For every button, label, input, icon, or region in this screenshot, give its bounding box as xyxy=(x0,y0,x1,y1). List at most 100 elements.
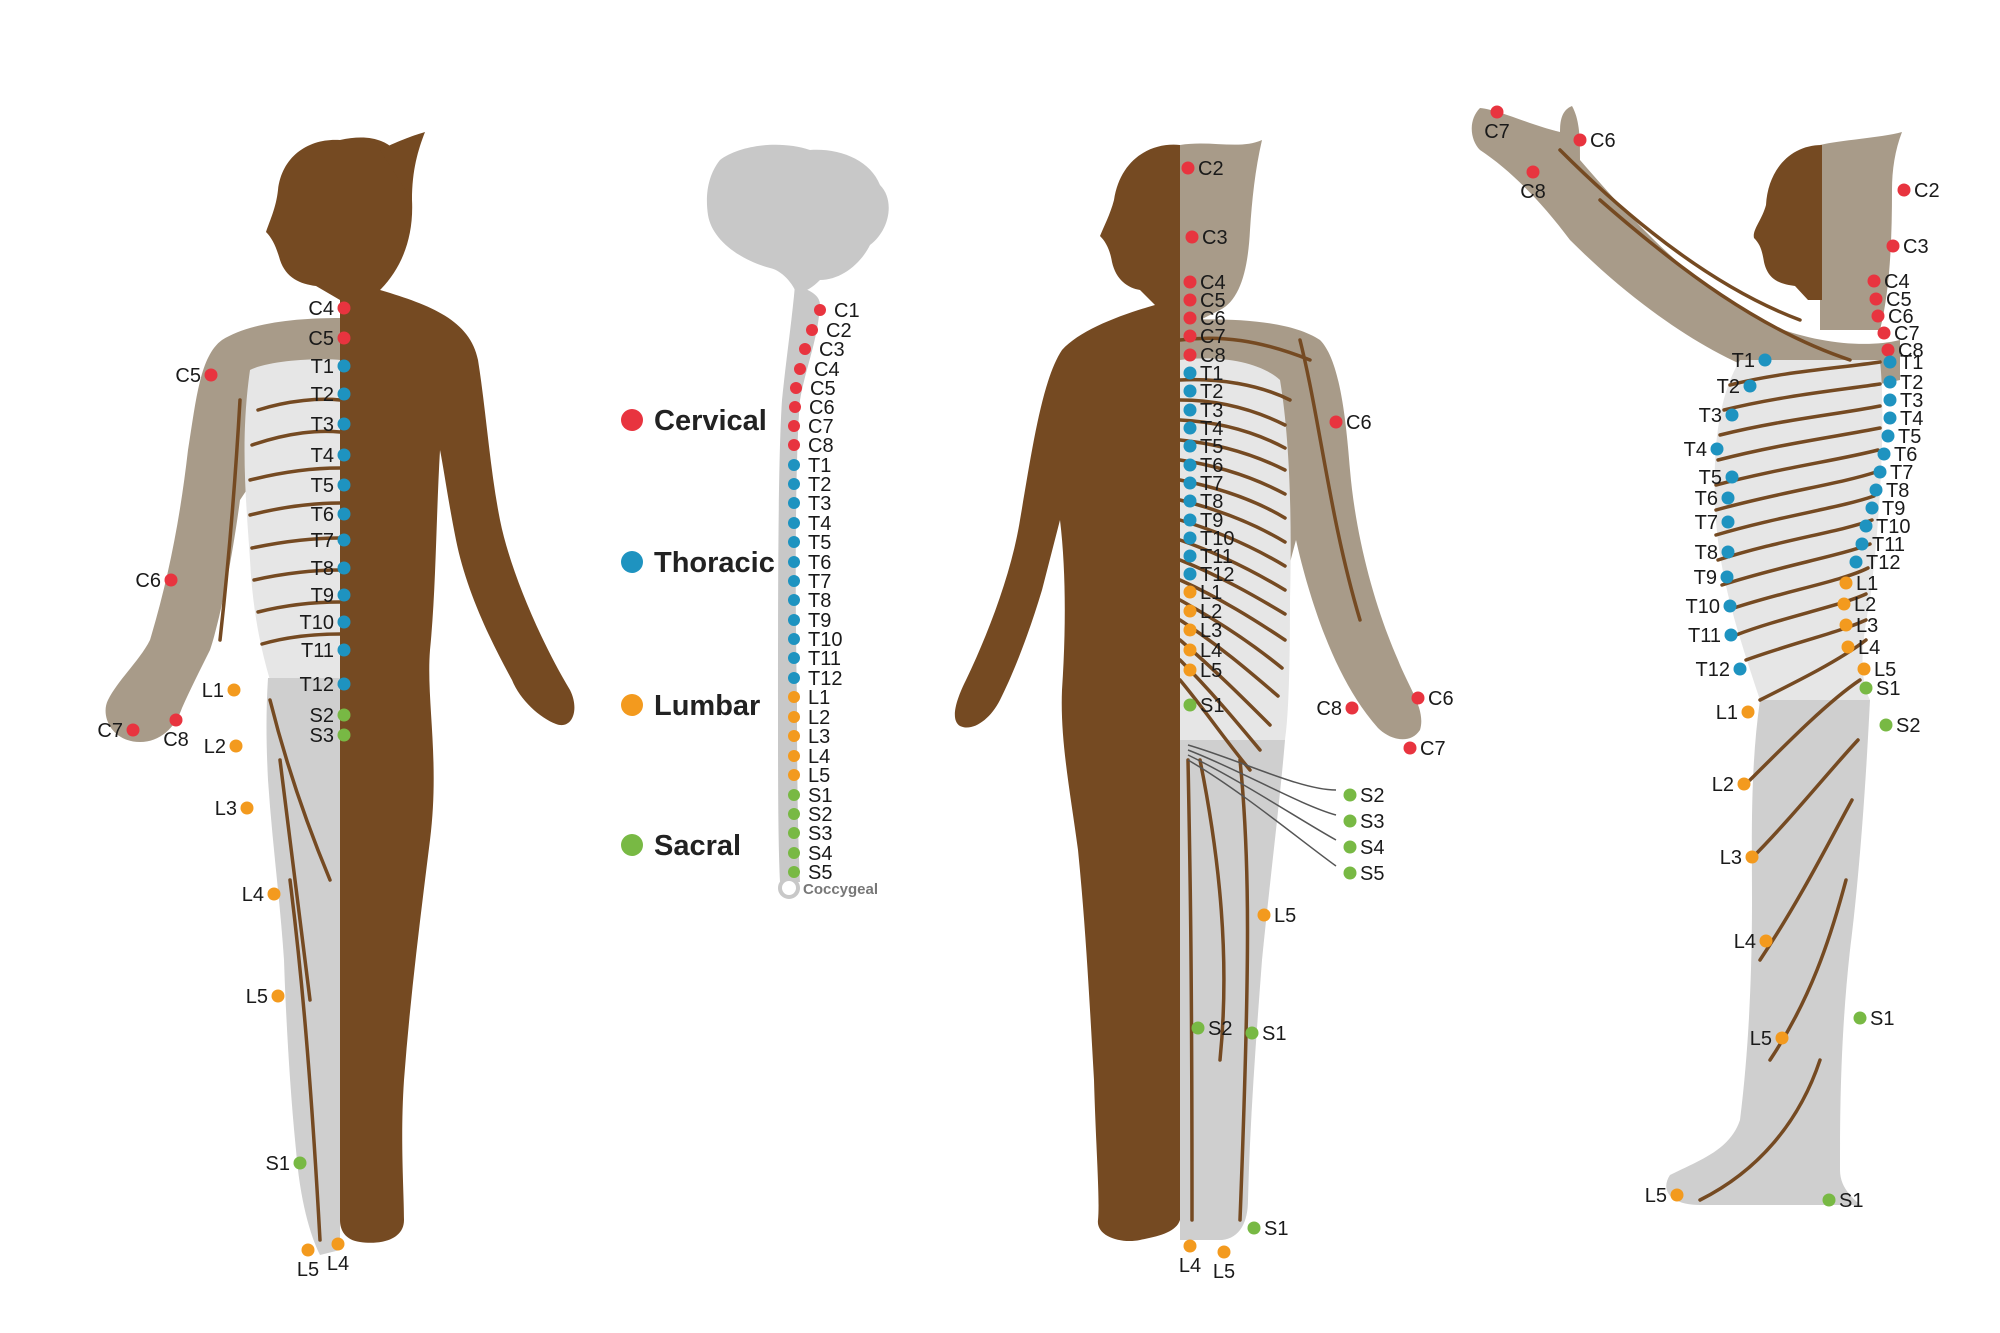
side_view-dot-t6 xyxy=(1721,491,1735,505)
side_view-dot-t9 xyxy=(1720,570,1734,584)
side-dermatome-lines xyxy=(1558,148,1882,1202)
side_view-dot-s2 xyxy=(1879,718,1893,732)
segment-label: L5 xyxy=(808,765,830,787)
segment-label: L2 xyxy=(204,736,226,758)
segment-label: T9 xyxy=(1694,567,1717,589)
front_view-dot-l3 xyxy=(240,801,254,815)
side_view-dot-l1 xyxy=(1741,705,1755,719)
segment-label: S2 xyxy=(1208,1018,1232,1040)
segment-label: C6 xyxy=(1346,412,1372,434)
back-view-markers: C2C3C4C5C6C7C8T1T2T3T4T5T6T7T8T9T10T11T1… xyxy=(1179,158,1454,1283)
segment-label: L3 xyxy=(1720,847,1742,869)
segment-label: C7 xyxy=(1894,323,1920,345)
front-hair xyxy=(380,132,425,200)
side_view-dot-t8 xyxy=(1721,545,1735,559)
segment-label: C7 xyxy=(808,416,834,438)
back_view-dot-s4 xyxy=(1343,840,1357,854)
spine-dot-t7 xyxy=(788,575,800,587)
side_view-dot-l3 xyxy=(1839,618,1853,632)
segment-label: T5 xyxy=(1898,426,1921,448)
segment-label: C8 xyxy=(1200,345,1226,367)
back_view-dot-c4 xyxy=(1183,275,1197,289)
back_view-dot-c6 xyxy=(1411,691,1425,705)
segment-label: L5 xyxy=(1645,1185,1667,1207)
legend-label-thoracic: Thoracic xyxy=(654,547,775,579)
back_view-dot-c6 xyxy=(1329,415,1343,429)
back_view-dot-l5 xyxy=(1217,1245,1231,1259)
segment-label: T3 xyxy=(1699,405,1722,427)
front_view-dot-l4 xyxy=(267,887,281,901)
back_view-dot-t12 xyxy=(1183,567,1197,581)
front-dermatome-leg xyxy=(266,678,340,1255)
segment-label: L2 xyxy=(808,707,830,729)
front_view-dot-l1 xyxy=(227,683,241,697)
front_view-dot-t6 xyxy=(337,507,351,521)
legend-label-lumbar: Lumbar xyxy=(654,690,760,722)
segment-label: C8 xyxy=(1898,340,1924,362)
segment-label: C7 xyxy=(1200,326,1226,348)
segment-label: L1 xyxy=(202,680,224,702)
segment-label: L1 xyxy=(808,687,830,709)
segment-label: T5 xyxy=(311,475,334,497)
spine-dot-l3 xyxy=(788,730,800,742)
segment-label: T2 xyxy=(1717,376,1740,398)
segment-label: T12 xyxy=(300,674,334,696)
back_view-dot-c3 xyxy=(1185,230,1199,244)
side_view-dot-s1 xyxy=(1853,1011,1867,1025)
back_view-dot-s1 xyxy=(1183,698,1197,712)
segment-label: C2 xyxy=(826,320,852,342)
front-dermatome-lines xyxy=(218,397,342,1242)
segment-label: S1 xyxy=(1264,1218,1288,1240)
back_view-dot-s1 xyxy=(1245,1026,1259,1040)
side_view-dot-c8 xyxy=(1526,165,1540,179)
segment-label: S2 xyxy=(310,705,334,727)
back_view-dot-s3 xyxy=(1343,814,1357,828)
segment-label: S1 xyxy=(808,785,832,807)
side_view-dot-t8 xyxy=(1869,483,1883,497)
segment-label: T4 xyxy=(808,513,831,535)
back-skin-body xyxy=(954,144,1180,1242)
segment-label: S1 xyxy=(1262,1023,1286,1045)
segment-label: C3 xyxy=(1903,236,1929,258)
segment-label: L5 xyxy=(1200,660,1222,682)
segment-label: C7 xyxy=(1420,738,1446,760)
back_view-dot-c6 xyxy=(1183,311,1197,325)
segment-label: T9 xyxy=(808,610,831,632)
segment-label: T9 xyxy=(1200,510,1223,532)
segment-label: T7 xyxy=(1695,512,1718,534)
front_view-dot-l4 xyxy=(331,1237,345,1251)
side_view-dot-t9 xyxy=(1865,501,1879,515)
spine-markers: C1C2C3C4C5C6C7C8T1T2T3T4T5T6T7T8T9T10T11… xyxy=(788,300,860,884)
segment-label: T10 xyxy=(808,629,842,651)
back-dermatome-leg xyxy=(1180,740,1285,1240)
side_view-dot-t3 xyxy=(1883,393,1897,407)
segment-label: C7 xyxy=(97,720,123,742)
segment-label: C4 xyxy=(1884,271,1910,293)
back_view-dot-l3 xyxy=(1183,623,1197,637)
back_view-dot-t10 xyxy=(1183,531,1197,545)
spine-dot-c1 xyxy=(814,304,826,316)
segment-label: L4 xyxy=(242,884,264,906)
segment-label: C5 xyxy=(175,365,201,387)
segment-label: T8 xyxy=(808,590,831,612)
back_view-dot-t5 xyxy=(1183,439,1197,453)
segment-label: T10 xyxy=(1686,596,1720,618)
front_view-dot-t5 xyxy=(337,478,351,492)
front_view-dot-c8 xyxy=(169,713,183,727)
segment-label: C6 xyxy=(135,570,161,592)
segment-label: C8 xyxy=(1520,181,1546,203)
front-skin-body xyxy=(340,137,575,1243)
segment-label: T7 xyxy=(808,571,831,593)
segment-label: T11 xyxy=(1688,625,1721,647)
segment-label: L4 xyxy=(1734,931,1756,953)
spine-dot-c4 xyxy=(794,363,806,375)
segment-label: T4 xyxy=(1900,408,1923,430)
segment-label: T1 xyxy=(1900,352,1923,374)
spinal-cord xyxy=(778,285,820,882)
spine-dot-l4 xyxy=(788,750,800,762)
segment-label: C5 xyxy=(308,328,334,350)
side_view-dot-l4 xyxy=(1759,934,1773,948)
back_view-dot-c7 xyxy=(1403,741,1417,755)
side_view-dot-c5 xyxy=(1869,292,1883,306)
segment-label: L3 xyxy=(808,726,830,748)
